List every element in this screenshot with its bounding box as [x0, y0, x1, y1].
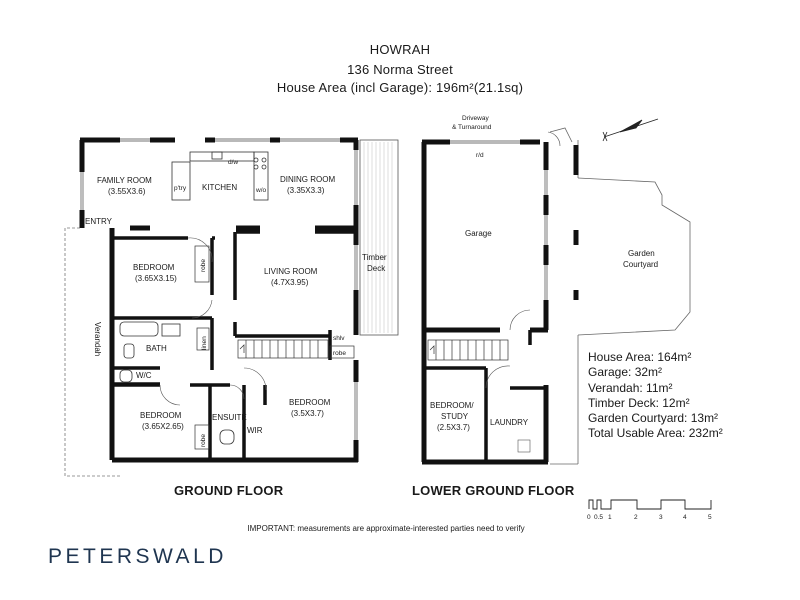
- wc-label: W/C: [136, 371, 152, 380]
- bedroom1-dims: (3.65X3.15): [135, 274, 177, 283]
- timber-deck-label-1: Timber: [362, 253, 387, 262]
- area-garage: Garage: 32m²: [588, 365, 663, 380]
- scale-bar-ticks: 0 0.5 1 2 3 4 5: [587, 514, 712, 521]
- ensuite-label: ENSUITE: [212, 413, 247, 422]
- ground-floor-plan: [64, 137, 399, 477]
- linen-label: linen: [201, 336, 208, 350]
- turnaround-label: & Turnaround: [452, 124, 492, 131]
- bedroom2-label: BEDROOM: [140, 411, 182, 420]
- bedroom2-dims: (3.65X2.65): [142, 422, 184, 431]
- bedroom3-label: BEDROOM: [289, 398, 331, 407]
- family-room-label: FAMILY ROOM: [97, 176, 152, 185]
- bedroom-study-label-1: BEDROOM/: [430, 401, 474, 410]
- dining-room-label: DINING ROOM: [280, 175, 335, 184]
- scale-tick-5: 5: [708, 514, 712, 521]
- wir-label: WIR: [247, 426, 263, 435]
- garden-label: Garden: [628, 249, 655, 258]
- area-timber-deck: Timber Deck: 12m²: [588, 395, 690, 410]
- shelves-label: shlv: [333, 335, 345, 342]
- bedroom3-dims: (3.5X3.7): [291, 409, 324, 418]
- dining-room-dims: (3.35X3.3): [287, 186, 325, 195]
- dishwasher-label: d/w: [228, 159, 238, 166]
- lower-ground-floor-label: LOWER GROUND FLOOR: [412, 483, 575, 498]
- scale-tick-0: 0: [587, 514, 591, 521]
- scale-tick-4: 4: [683, 514, 687, 521]
- garage-label: Garage: [465, 229, 492, 238]
- area-house: House Area: 164m²: [588, 350, 692, 364]
- plan-house-area: House Area (incl Garage): 196m²(21.1sq): [276, 80, 524, 95]
- roller-door-label: r/d: [476, 152, 484, 159]
- bedroom-study-label-2: STUDY: [441, 412, 469, 421]
- bath-label: BATH: [146, 344, 167, 353]
- entry-label: ENTRY: [85, 217, 113, 226]
- living-room-dims: (4.7X3.95): [271, 278, 309, 287]
- robe3-label: robe: [333, 350, 346, 357]
- plan-title: HOWRAH: [369, 42, 431, 57]
- scale-tick-3: 3: [659, 514, 663, 521]
- bedroom-study-dims: (2.5X3.7): [437, 423, 470, 432]
- driveway-label: Driveway: [462, 115, 489, 122]
- north-arrow-icon: [602, 118, 659, 142]
- verandah-label: Verandah: [93, 322, 102, 356]
- wall-oven-label: w/o: [255, 187, 267, 194]
- kitchen-label: KITCHEN: [202, 183, 237, 192]
- pantry-label: p'try: [174, 185, 187, 192]
- living-room-label: LIVING ROOM: [264, 267, 318, 276]
- courtyard-label: Courtyard: [623, 260, 658, 269]
- bedroom1-label: BEDROOM: [133, 263, 175, 272]
- plan-address: 136 Norma Street: [347, 62, 453, 77]
- family-room-dims: (3.55X3.6): [108, 187, 146, 196]
- lower-ground-floor-plan: [421, 127, 691, 465]
- scale-tick-1: 1: [608, 514, 612, 521]
- area-verandah: Verandah: 11m²: [588, 380, 673, 395]
- area-summary: House Area: 164m² Garage: 32m² Verandah:…: [588, 350, 723, 442]
- ground-floor-label: GROUND FLOOR: [174, 483, 284, 498]
- important-note: IMPORTANT: measurements are approximate-…: [247, 524, 525, 533]
- scale-bar: [588, 499, 712, 510]
- area-total-usable: Total Usable Area: 232m²: [588, 426, 723, 441]
- scale-tick-0-5: 0.5: [594, 514, 603, 521]
- area-garden-courtyard: Garden Courtyard: 13m²: [588, 411, 719, 426]
- timber-deck-label-2: Deck: [367, 264, 386, 273]
- brand-logo: PETERSWALD: [48, 545, 227, 568]
- robe1-label: robe: [200, 259, 207, 272]
- robe2-label: robe: [200, 434, 207, 447]
- scale-tick-2: 2: [634, 514, 638, 521]
- laundry-label: LAUNDRY: [490, 418, 529, 427]
